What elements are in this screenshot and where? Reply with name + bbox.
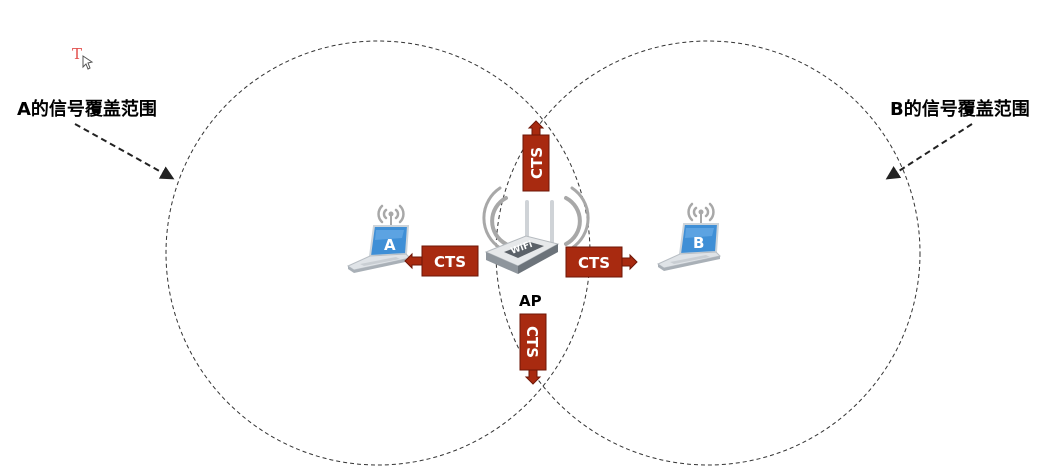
laptop-a: A [346, 204, 412, 273]
wireless-router-icon: WiFi [484, 200, 560, 274]
svg-text:T: T [72, 45, 82, 63]
cts-signal-left: CTS [404, 245, 479, 277]
pointer-arrow-b [885, 123, 973, 180]
laptop-b-letter: B [693, 234, 704, 252]
pointer-arrow-a [74, 123, 175, 180]
cts-signal-down: CTS [519, 313, 547, 385]
laptop-icon [656, 223, 722, 271]
laptop-icon [346, 225, 412, 273]
wifi-waves-icon [377, 204, 405, 229]
cts-up-label: CTS [528, 147, 546, 179]
laptop-a-letter: A [384, 236, 396, 254]
access-point-label: AP [519, 292, 542, 310]
wifi-waves-icon [687, 202, 715, 227]
laptop-b: B [656, 202, 722, 271]
cts-right-label: CTS [578, 254, 610, 272]
wifi-waves-icon [482, 186, 590, 250]
coverage-label-a: A的信号覆盖范围 [17, 98, 157, 120]
cts-signal-up: CTS [522, 120, 550, 192]
text-cursor-icon[interactable]: T [72, 45, 94, 70]
coverage-label-b: B的信号覆盖范围 [890, 98, 1030, 120]
cts-signal-right: CTS [565, 246, 638, 278]
cts-left-label: CTS [434, 253, 466, 271]
cts-down-label: CTS [523, 326, 541, 358]
access-point: WiFi AP [482, 186, 590, 310]
